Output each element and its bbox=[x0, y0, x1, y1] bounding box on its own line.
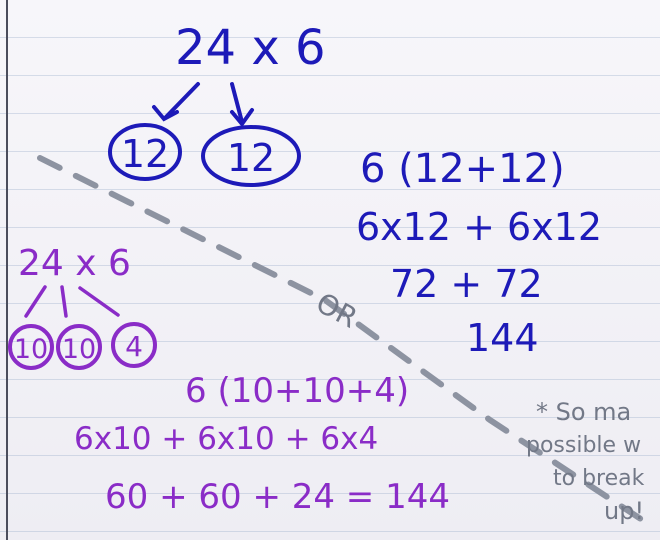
purple-part-a: 10 bbox=[14, 334, 48, 365]
side-note-line-2: possible w bbox=[526, 433, 641, 458]
purple-line-3: 60 + 60 + 24 = 144 bbox=[105, 477, 450, 517]
blue-circle-b bbox=[201, 125, 301, 187]
blue-line-3: 72 + 72 bbox=[390, 262, 543, 306]
purple-branches bbox=[24, 285, 120, 318]
purple-line-1: 6 (10+10+4) bbox=[185, 371, 409, 411]
blue-problem: 24 x 6 bbox=[175, 20, 326, 76]
paper-edge-line bbox=[6, 0, 8, 540]
purple-circle-b bbox=[56, 324, 102, 370]
side-note-line-4: up! bbox=[604, 497, 644, 525]
arrow-right bbox=[230, 82, 244, 124]
branch-right bbox=[78, 286, 120, 317]
blue-arrows bbox=[152, 82, 254, 128]
divider-word: OR bbox=[311, 286, 363, 335]
purple-circle-a bbox=[8, 324, 54, 370]
blue-split-b: 12 bbox=[227, 136, 275, 180]
blue-circle-a bbox=[108, 123, 182, 181]
arrow-left bbox=[163, 82, 200, 120]
purple-part-c: 4 bbox=[125, 330, 143, 363]
blue-line-4: 144 bbox=[466, 316, 539, 360]
purple-problem: 24 x 6 bbox=[18, 243, 131, 284]
arrow-right-head bbox=[230, 108, 254, 128]
purple-circle-c bbox=[111, 322, 157, 368]
dashed-divider bbox=[37, 155, 653, 528]
arrow-left-head bbox=[152, 105, 179, 122]
blue-line-2: 6x12 + 6x12 bbox=[356, 205, 602, 249]
side-note-line-1: * So ma bbox=[536, 398, 631, 426]
blue-split-a: 12 bbox=[121, 132, 169, 176]
purple-part-b: 10 bbox=[62, 334, 96, 365]
blue-line-1: 6 (12+12) bbox=[360, 146, 565, 192]
side-note-line-3: to break bbox=[553, 466, 645, 491]
branch-left bbox=[24, 285, 47, 318]
branch-middle bbox=[60, 285, 68, 318]
purple-line-2: 6x10 + 6x10 + 6x4 bbox=[74, 421, 378, 457]
